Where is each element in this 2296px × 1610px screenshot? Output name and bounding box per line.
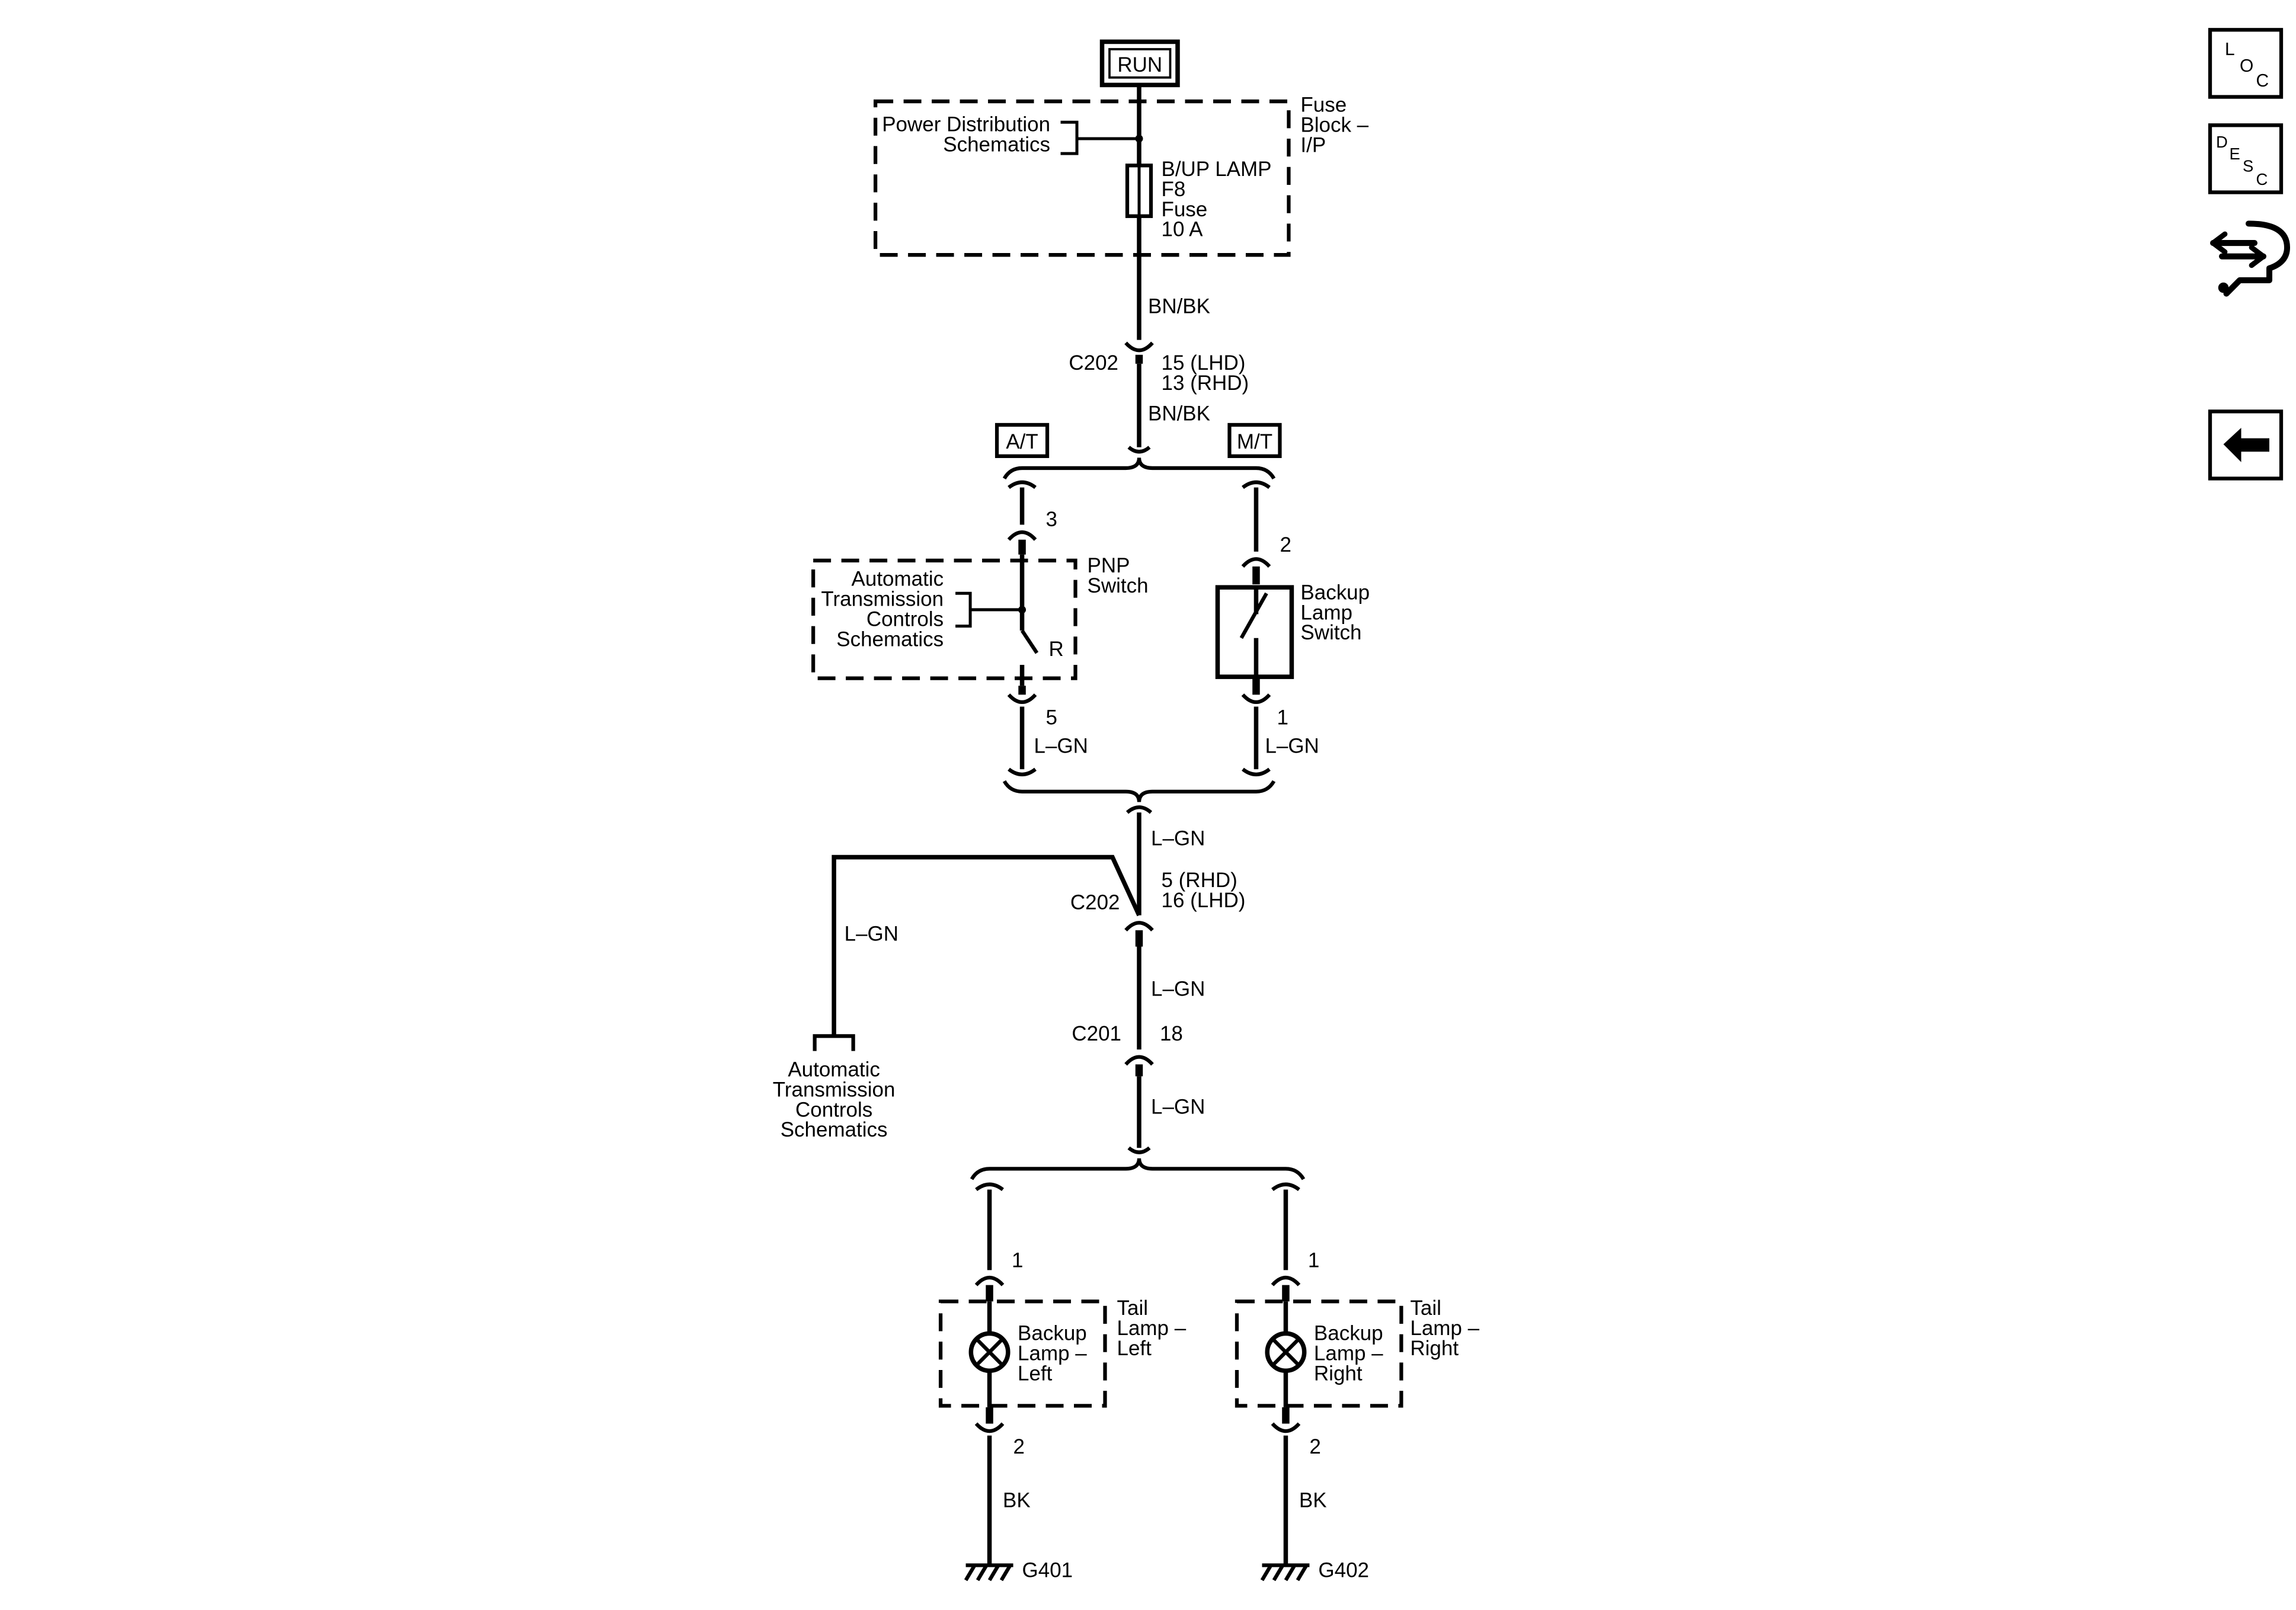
option-at: A/T (994, 422, 1050, 458)
wire-l-gn-lamps: L–GN (1151, 1095, 1205, 1118)
ground-g401-label: G401 (1022, 1559, 1073, 1582)
trans-branch-wire (832, 854, 1141, 1036)
description-icon: D E S C (2216, 133, 2268, 188)
c202-pins-lower: 5 (RHD)16 (LHD) (1161, 869, 1245, 912)
connector-c202-upper (1124, 341, 1154, 364)
wire-l-gn-c202-c201: L–GN (1151, 977, 1205, 1000)
connector-c202-lower (1124, 921, 1154, 947)
diagnostic-button[interactable] (2210, 220, 2291, 297)
c201-pin: 18 (1160, 1022, 1183, 1045)
wire-bk-right: BK (1299, 1489, 1327, 1512)
back-arrow-icon (2223, 428, 2270, 462)
tail-lamp-left-housing (938, 1299, 1107, 1408)
c201-label: C201 (1072, 1022, 1121, 1045)
backup-switch-connector-out (1241, 677, 1271, 705)
split-upper (1002, 457, 1276, 489)
wire-l-gn-pnp: L–GN (1034, 734, 1088, 757)
backup-pin-2: 2 (1280, 533, 1291, 556)
lamp-left-pin-2: 2 (1013, 1435, 1025, 1458)
svg-text:A/T: A/T (1006, 430, 1038, 453)
svg-text:C: C (2256, 170, 2268, 188)
split-lamps (970, 1158, 1306, 1192)
lamp-right-pin-1: 1 (1308, 1249, 1319, 1272)
wire-bn-bk-upper: BN/BK (1148, 295, 1211, 318)
power-distribution-bracket (1060, 120, 1140, 155)
bulb-right-icon (1265, 1331, 1307, 1373)
bulb-left-icon (968, 1331, 1011, 1373)
svg-text:E: E (2230, 145, 2240, 163)
location-icon: L O C (2225, 40, 2269, 91)
merge-lower (1002, 780, 1276, 814)
trans-ref-terminal (813, 1034, 855, 1051)
svg-text:S: S (2243, 156, 2253, 175)
pnp-pin-5: 5 (1046, 706, 1057, 729)
ground-g401-icon (964, 1563, 1013, 1582)
connector-c201 (1124, 1055, 1154, 1077)
pnp-connector-in (1007, 530, 1037, 555)
c202-label-lower: C202 (1070, 891, 1120, 914)
svg-text:C: C (2256, 71, 2269, 91)
svg-text:D: D (2216, 133, 2228, 151)
location-button[interactable]: L O C (2208, 28, 2284, 99)
backup-pin-1: 1 (1277, 706, 1288, 729)
tail-lamp-right-housing (1235, 1299, 1403, 1408)
run-power-box: RUN (1099, 39, 1180, 88)
lamp-left-pin-1: 1 (1012, 1249, 1023, 1272)
lamp-right-pin-2: 2 (1309, 1435, 1320, 1458)
c202-label-upper: C202 (1069, 351, 1118, 375)
ground-g402-icon (1260, 1563, 1310, 1582)
backup-switch-connector-in (1241, 557, 1271, 585)
c202-pins-upper: 15 (LHD)13 (RHD) (1161, 351, 1249, 395)
run-label: RUN (1117, 53, 1162, 76)
wire-bk-left: BK (1003, 1489, 1031, 1512)
svg-text:L: L (2225, 40, 2235, 59)
pnp-pin-3: 3 (1046, 508, 1057, 531)
ground-g402-label: G402 (1318, 1559, 1369, 1582)
pnp-position-r: R (1049, 638, 1064, 661)
svg-text:M/T: M/T (1237, 430, 1272, 453)
pnp-connector-out (1007, 686, 1037, 705)
description-button[interactable]: D E S C (2208, 123, 2284, 194)
wire-bn-bk-lower: BN/BK (1148, 402, 1211, 425)
back-button[interactable] (2208, 409, 2284, 481)
wire-l-gn-trans: L–GN (845, 922, 898, 945)
wire-l-gn-merged: L–GN (1151, 827, 1205, 850)
svg-text:O: O (2240, 56, 2253, 76)
option-mt: M/T (1227, 422, 1282, 458)
diagnostic-icon (2210, 220, 2291, 297)
wire-l-gn-backup: L–GN (1265, 734, 1319, 757)
